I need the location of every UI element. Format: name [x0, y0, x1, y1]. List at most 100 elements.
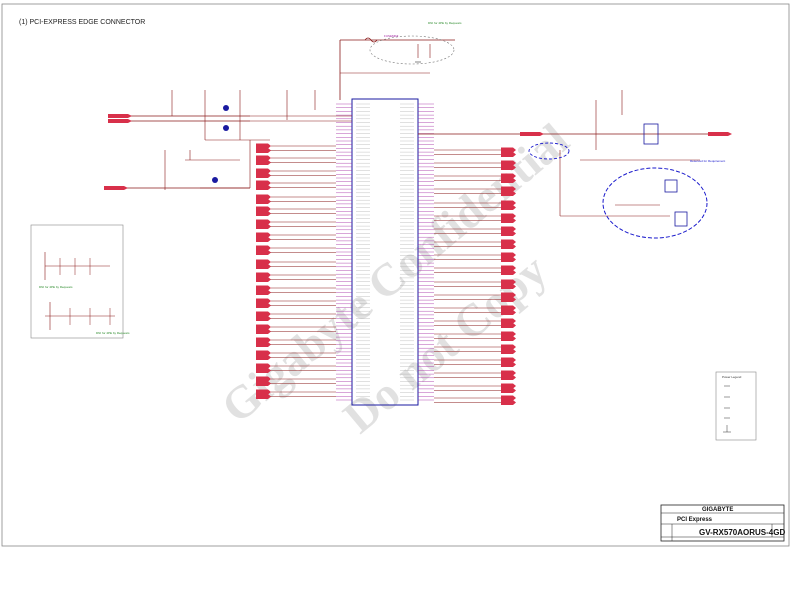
left-signal-tag	[256, 363, 271, 369]
right-signal-tag	[501, 191, 516, 196]
left-signal-tag	[256, 259, 271, 265]
left-signal-tag	[256, 160, 271, 165]
left-signal-tag	[256, 368, 271, 373]
left-signal-tag	[256, 264, 271, 269]
left-signal-tag	[256, 211, 271, 216]
right-signal-tag	[501, 257, 516, 262]
left-box-note1: DNI for 4PE by Requests	[39, 285, 73, 289]
right-circle-note: Reserved for Requirement	[690, 159, 725, 163]
right-signal-tag	[501, 362, 516, 367]
right-signal-tag	[501, 279, 516, 285]
left-signal-tag	[256, 342, 271, 347]
left-signal-tag	[256, 389, 271, 395]
power-circuit-midleft	[104, 140, 251, 190]
right-signal-tag	[501, 370, 516, 376]
right-signal-tag	[501, 205, 516, 210]
right-signal-tag	[501, 218, 516, 223]
right-signal-tag	[501, 270, 516, 275]
power-circuit-topleft	[108, 90, 352, 141]
title-block: GIGABYTE PCI Express GV-RX570AORUS-4GD	[660, 504, 785, 542]
right-signal-tag	[501, 173, 516, 179]
right-signal-tag	[501, 395, 516, 401]
left-signal-tag	[256, 272, 271, 278]
right-signal-tag	[501, 213, 516, 219]
right-signal-tag	[501, 318, 516, 324]
left-signal-tag	[256, 298, 271, 304]
sheet-border	[1, 3, 790, 547]
right-signal-tags	[434, 147, 516, 405]
left-signal-tag	[256, 232, 271, 238]
left-signal-tag	[256, 194, 271, 200]
highlight-large-ellipse	[602, 167, 708, 239]
left-signal-tag	[256, 355, 271, 360]
power-circuit-right: Reserved for Requirement	[418, 90, 732, 239]
left-signal-tag	[256, 394, 271, 399]
left-signal-tag	[256, 173, 271, 178]
right-signal-tag	[501, 231, 516, 236]
dni-ellipse	[369, 35, 455, 65]
right-signal-tag	[501, 265, 516, 271]
right-signal-tag	[501, 388, 516, 393]
right-signal-tag	[501, 239, 516, 245]
left-signal-tag	[256, 168, 271, 174]
right-signal-tag	[501, 305, 516, 311]
right-signal-tag	[501, 200, 516, 206]
power-legend: Power Legend	[715, 371, 757, 441]
right-signal-tag	[501, 226, 516, 232]
left-signal-tag	[256, 376, 271, 382]
fuse-label: FUSEMINI	[384, 34, 399, 38]
right-signal-tag	[501, 152, 516, 157]
left-signal-tag	[256, 237, 271, 242]
left-signal-tag	[256, 250, 271, 255]
left-signal-tag	[256, 350, 271, 356]
right-signal-tag	[501, 178, 516, 183]
tb-company: GIGABYTE	[702, 507, 733, 513]
right-signal-tag	[501, 310, 516, 315]
left-signal-tag	[256, 337, 271, 343]
left-signal-tag	[256, 303, 271, 308]
left-signal-tag	[256, 285, 271, 291]
left-signal-tag	[256, 324, 271, 330]
left-signal-tag	[256, 219, 271, 225]
left-signal-tags	[256, 143, 336, 399]
right-signal-tag	[501, 349, 516, 354]
left-signal-tag	[256, 290, 271, 295]
right-signal-tag	[501, 147, 516, 153]
right-signal-tag	[501, 252, 516, 258]
right-signal-tag	[501, 357, 516, 363]
legend-title: Power Legend	[722, 375, 742, 379]
right-signal-tag	[501, 331, 516, 337]
highlight-small-ellipse	[528, 142, 570, 160]
left-signal-tag	[256, 155, 271, 161]
connector-pins	[336, 103, 434, 401]
right-signal-tag	[501, 186, 516, 192]
left-signal-tag	[256, 180, 271, 186]
right-signal-tag	[501, 284, 516, 289]
left-signal-tag	[256, 316, 271, 321]
left-signal-tag	[256, 199, 271, 204]
left-signal-tag	[256, 311, 271, 317]
right-signal-tag	[501, 244, 516, 249]
left-signal-tag	[256, 206, 271, 212]
left-signal-tag	[256, 185, 271, 190]
left-box-note2: DNI for 4PE by Requests	[96, 331, 130, 335]
decoupling-box: DNI for 4PE by Requests DNI for 4PE by R…	[30, 224, 130, 339]
page-title: (1) PCI-EXPRESS EDGE CONNECTOR	[19, 19, 146, 26]
tb-sheet-name: PCI Express	[677, 517, 713, 523]
right-signal-tag	[501, 323, 516, 328]
right-signal-tag	[501, 400, 516, 405]
right-signal-tag	[501, 344, 516, 350]
right-signal-tag	[501, 160, 516, 166]
right-signal-tag	[501, 297, 516, 302]
left-signal-tag	[256, 224, 271, 229]
left-signal-tag	[256, 277, 271, 282]
left-signal-tag	[256, 148, 271, 153]
right-signal-tag	[501, 383, 516, 389]
right-signal-tag	[501, 375, 516, 380]
left-signal-tag	[256, 329, 271, 334]
right-signal-tag	[501, 292, 516, 298]
right-signal-tag	[501, 165, 516, 170]
left-signal-tag	[256, 245, 271, 251]
